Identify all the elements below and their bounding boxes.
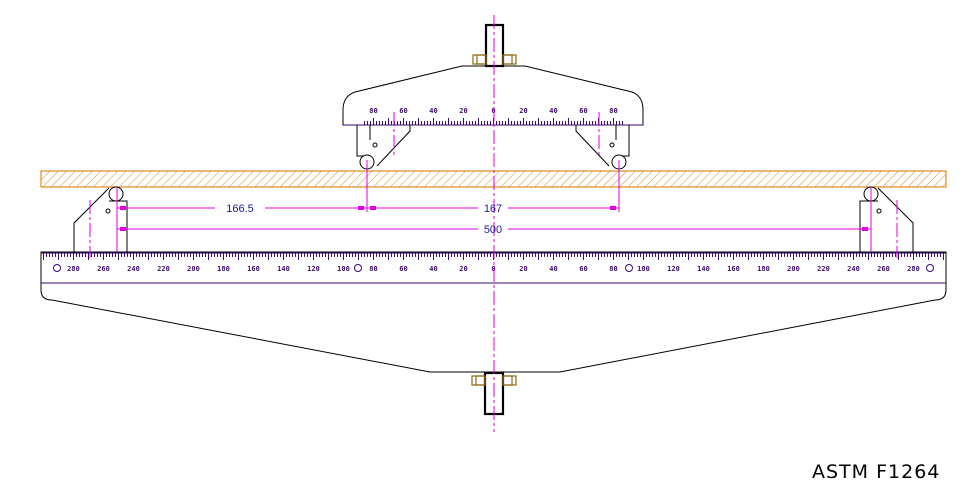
scale-label: 160	[247, 265, 260, 273]
scale-label: 260	[97, 265, 110, 273]
drawing-title: ASTM F1264	[812, 461, 940, 483]
scale-label: 280	[67, 265, 80, 273]
scale-label: 100	[337, 265, 350, 273]
scale-label: 40	[429, 265, 437, 273]
dimension-166-5-label: 166.5	[226, 203, 254, 215]
upper-scale-ticks	[343, 118, 643, 126]
scale-label: 80	[369, 107, 377, 115]
scale-label: 60	[579, 107, 587, 115]
left-support	[73, 186, 128, 252]
right-support	[859, 186, 914, 252]
scale-label: 240	[127, 265, 140, 273]
centerlines	[89, 15, 898, 432]
dimension-support-to-load: 166.5	[117, 203, 367, 215]
scale-label: 60	[399, 107, 407, 115]
top-nut-left	[472, 54, 487, 65]
scale-label: 240	[847, 265, 860, 273]
scale-label: 100	[637, 265, 650, 273]
scale-label: 80	[609, 265, 617, 273]
dimension-167-label: 167	[484, 203, 502, 215]
scale-label: 80	[369, 265, 377, 273]
scale-label: 180	[757, 265, 770, 273]
top-nut-right	[502, 54, 517, 65]
scale-label: 40	[429, 107, 437, 115]
dimension-load-span: 167	[367, 203, 619, 215]
scale-label: 200	[787, 265, 800, 273]
scale-label: 20	[459, 107, 467, 115]
scale-label: 60	[399, 265, 407, 273]
scale-label: 40	[549, 107, 557, 115]
scale-label: 80	[609, 107, 617, 115]
scale-label: 160	[727, 265, 740, 273]
scale-label: 20	[519, 265, 527, 273]
scale-label: 260	[877, 265, 890, 273]
scale-label: 140	[277, 265, 290, 273]
scale-label: 140	[697, 265, 710, 273]
dimension-support-span: 500	[117, 224, 871, 236]
scale-label: 180	[217, 265, 230, 273]
scale-label: 220	[817, 265, 830, 273]
scale-label: 280	[907, 265, 920, 273]
scale-label: 120	[307, 265, 320, 273]
left-loading-nose	[356, 125, 411, 170]
scale-label: 120	[667, 265, 680, 273]
scale-label: 200	[187, 265, 200, 273]
scale-label: 220	[157, 265, 170, 273]
dimension-500-label: 500	[484, 224, 502, 236]
scale-label: 40	[549, 265, 557, 273]
scale-label: 20	[459, 265, 467, 273]
scale-label: 60	[579, 265, 587, 273]
right-loading-nose	[575, 125, 630, 170]
scale-label: 20	[519, 107, 527, 115]
